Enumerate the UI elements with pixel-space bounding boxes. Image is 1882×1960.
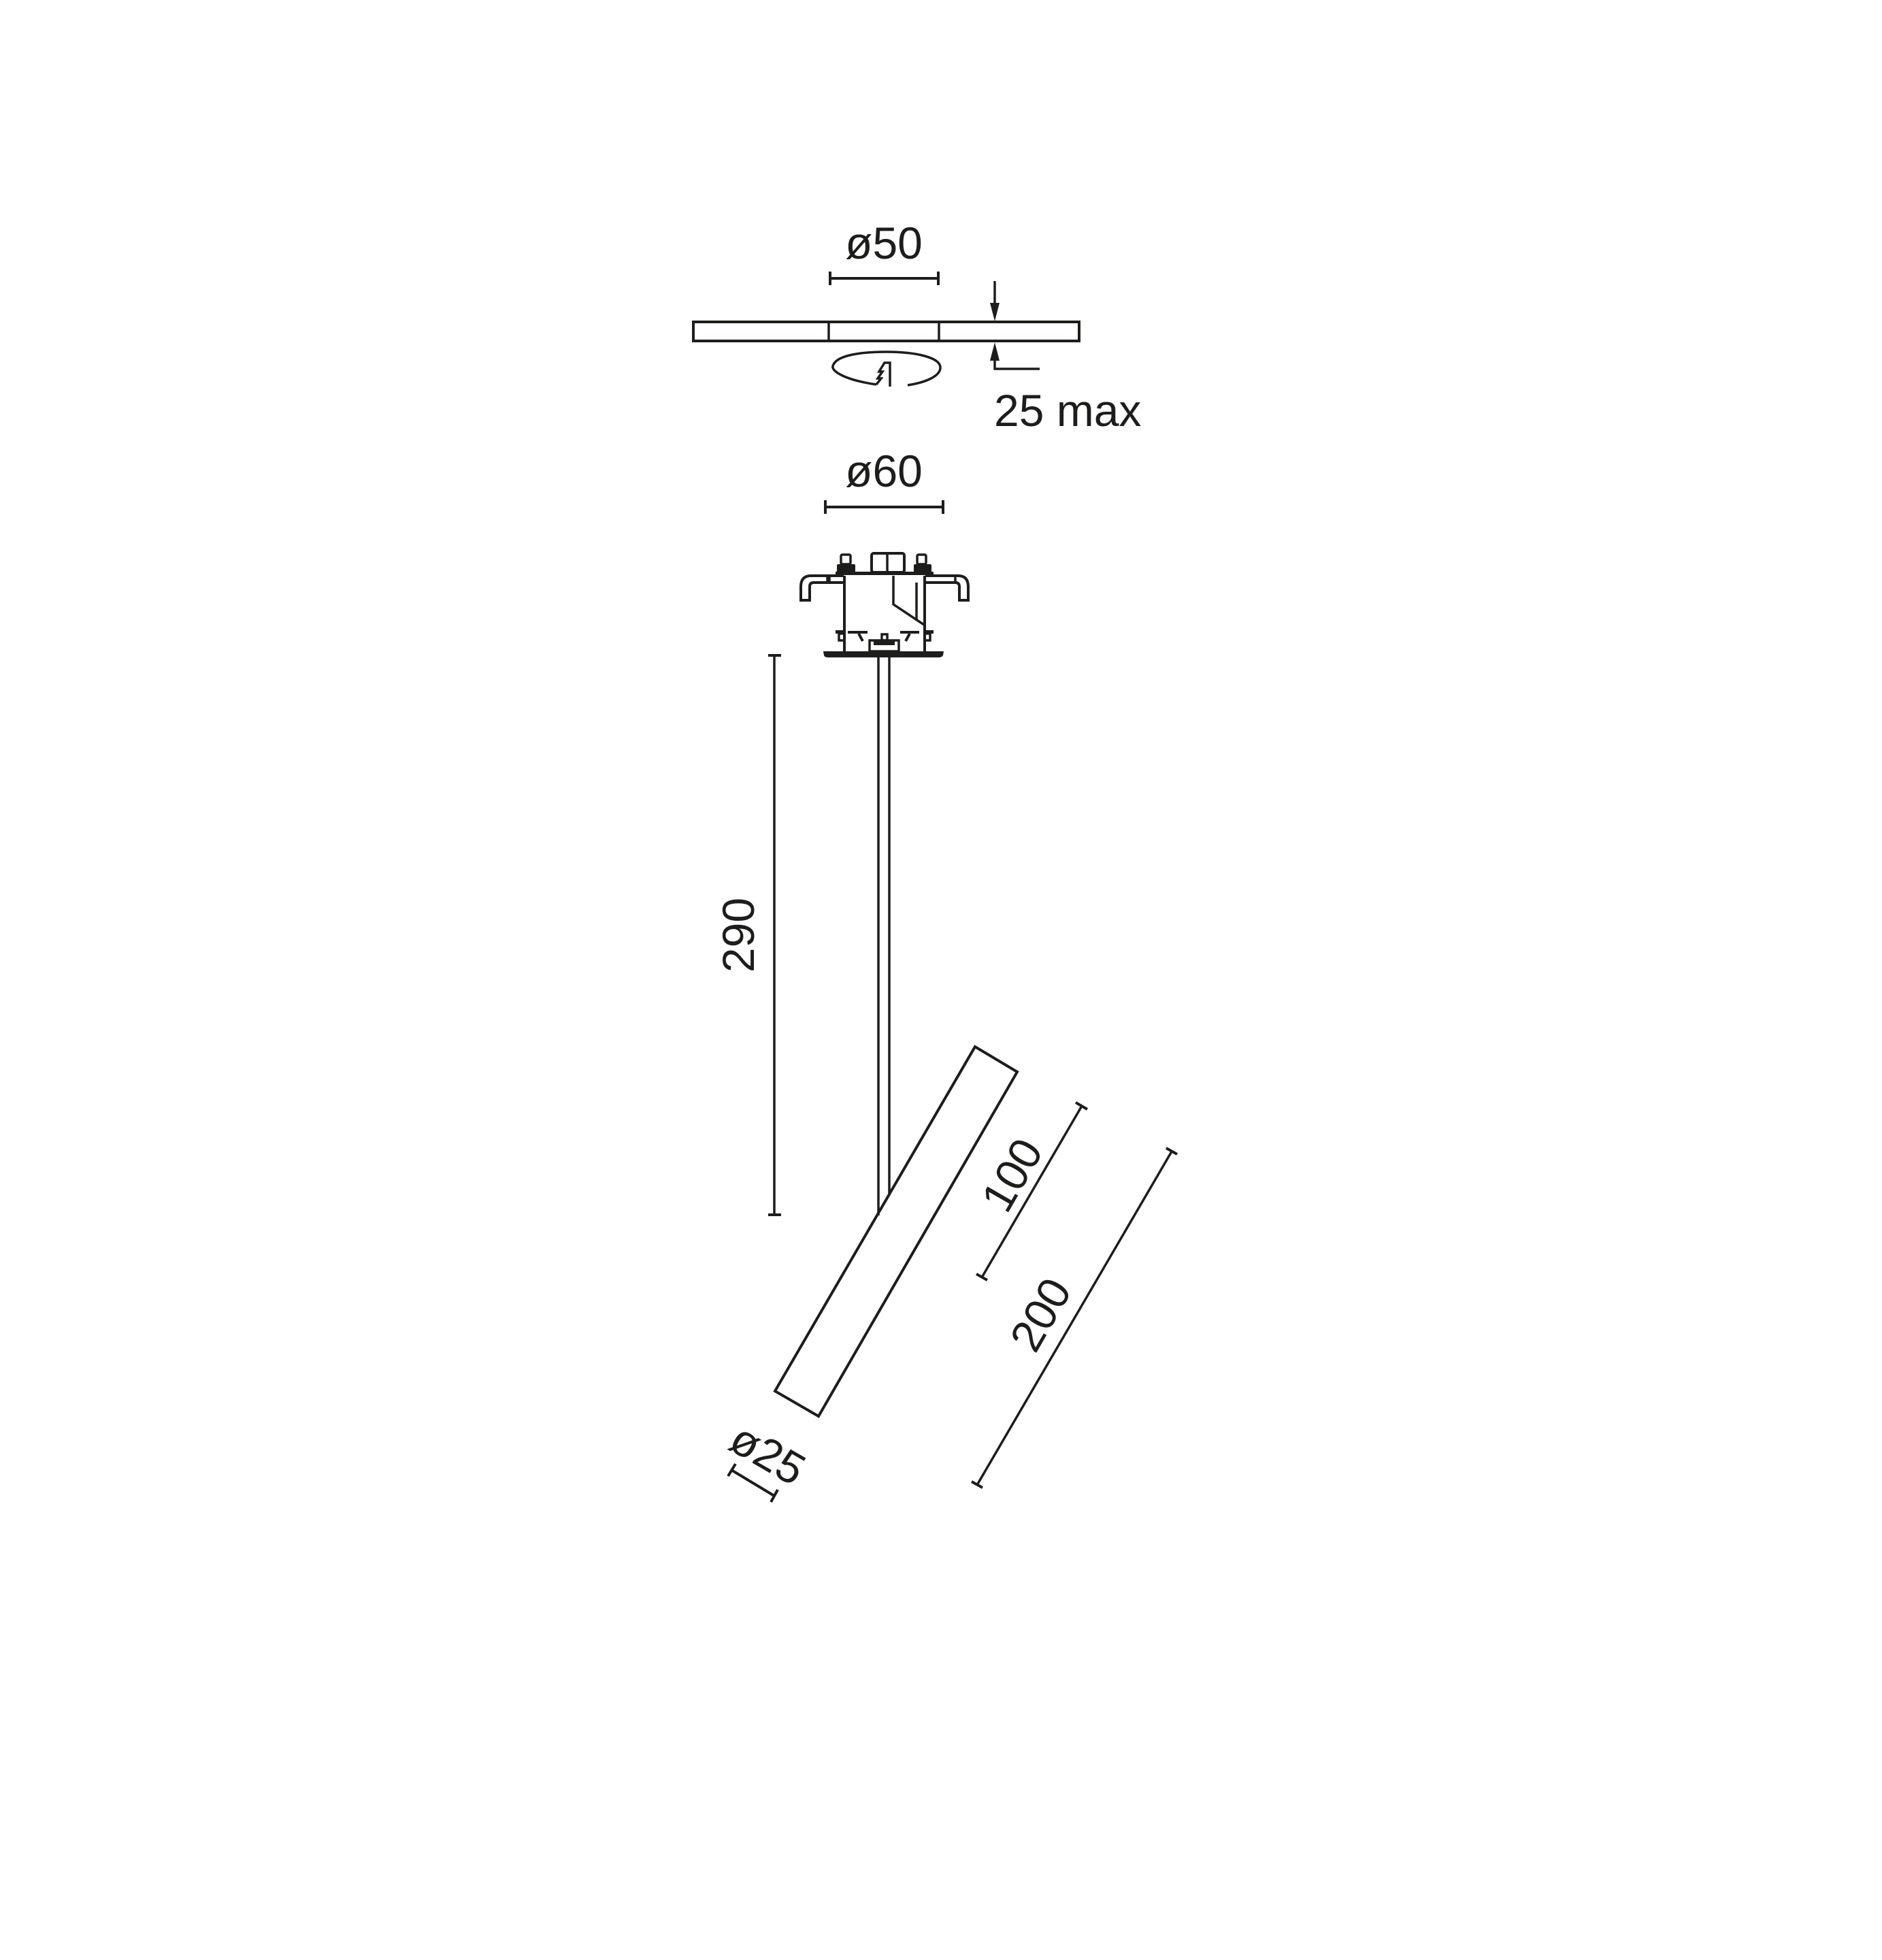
stem-length-label: 290 bbox=[713, 898, 763, 973]
ceiling-plate bbox=[692, 321, 1080, 342]
stem-rod bbox=[877, 657, 891, 1215]
pivot-offset-dimension: 100 bbox=[972, 1101, 1089, 1281]
housing-diameter-dimension: ø60 bbox=[824, 446, 944, 514]
housing-diameter-label: ø60 bbox=[845, 446, 923, 496]
light-tube bbox=[773, 1045, 1019, 1418]
plate-thickness-label: 25 max bbox=[994, 385, 1141, 436]
recessed-housing bbox=[799, 552, 970, 657]
tube-length-label: 200 bbox=[1000, 1269, 1081, 1359]
plate-thickness-dimension: 25 max bbox=[990, 281, 1141, 436]
hole-diameter-dimension: ø50 bbox=[829, 218, 940, 285]
hole-diameter-label: ø50 bbox=[845, 218, 923, 268]
pivot-offset-label: 100 bbox=[972, 1130, 1053, 1220]
tube-diameter-label: ø25 bbox=[722, 1413, 814, 1495]
rotate-icon bbox=[831, 350, 942, 387]
stem-length-dimension: 290 bbox=[713, 654, 781, 1216]
tube-diameter-dimension: ø25 bbox=[722, 1413, 814, 1503]
